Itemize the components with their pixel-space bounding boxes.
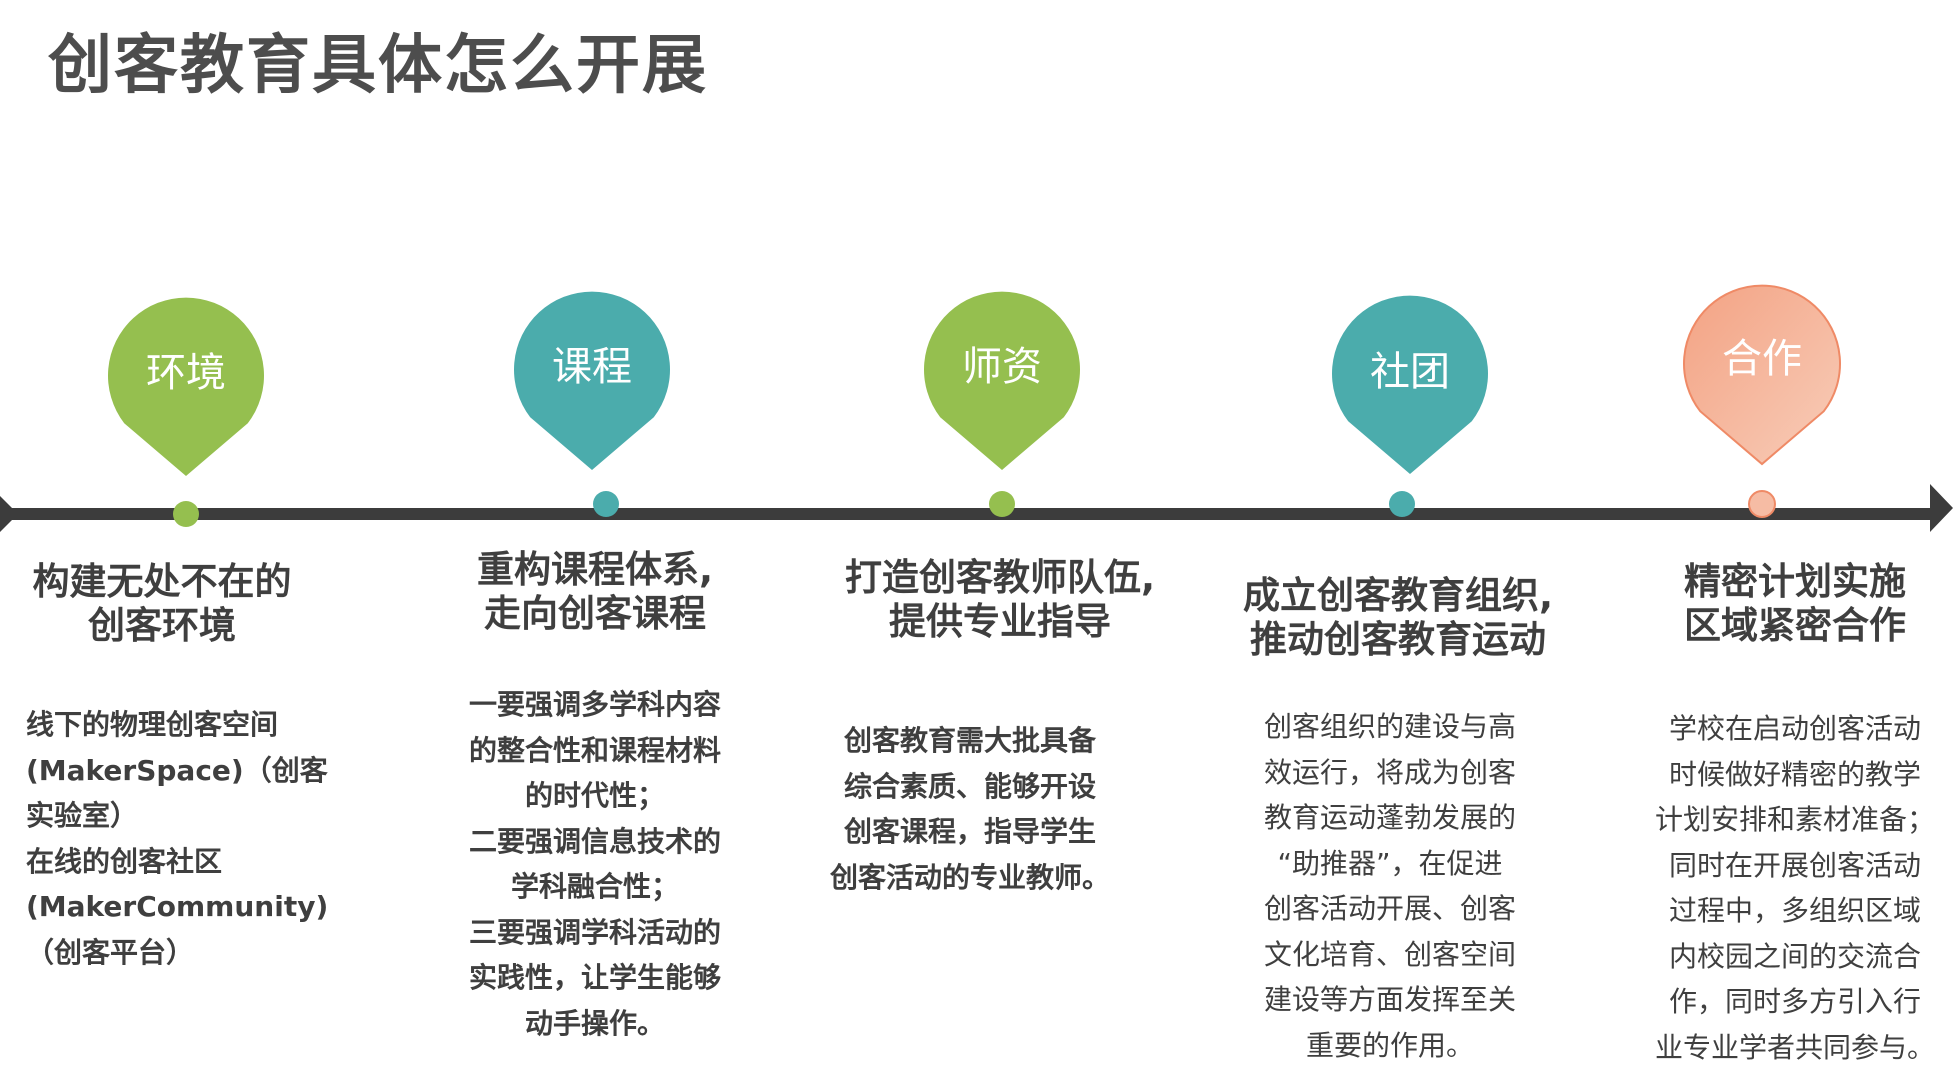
pin-curriculum: 课程: [514, 291, 670, 517]
pin-cooperation-marker: [1683, 284, 1841, 466]
timeline-dot-teachers: [989, 491, 1015, 517]
pin-environment: 环境: [107, 297, 264, 527]
description-environment: 线下的物理创客空间 (MakerSpace)（创客 实验室） 在线的创客社区 (…: [26, 702, 329, 975]
heading-curriculum: 重构课程体系, 走向创客课程: [460, 548, 730, 636]
heading-line: 精密计划实施: [1684, 560, 1906, 603]
page-title: 创客教育具体怎么开展: [48, 29, 708, 103]
description-line: 三要强调学科活动的: [468, 915, 721, 949]
heading-clubs: 成立创客教育组织, 推动创客教育运动: [1228, 574, 1568, 662]
description-line: 创客组织的建设与高: [1263, 710, 1516, 743]
pin-clubs-label: 社团: [1370, 349, 1450, 395]
timeline-dot-curriculum: [593, 491, 619, 517]
description-line: 计划安排和素材准备；: [1654, 803, 1935, 836]
description-line: 实验室）: [26, 799, 139, 832]
heading-teachers: 打造创客教师队伍, 提供专业指导: [830, 556, 1170, 644]
description-line: 在线的创客社区: [26, 844, 223, 878]
pin-teachers-marker: [924, 291, 1081, 470]
description-line: 文化培育、创客空间: [1263, 937, 1516, 971]
pin-cooperation-label: 合作: [1722, 336, 1802, 382]
heading-line: 走向创客课程: [484, 592, 706, 635]
description-line: 创客教育需大批具备: [843, 724, 1096, 757]
description-line: 同时在开展创客活动: [1668, 848, 1921, 882]
description-line: 综合素质、能够开设: [843, 769, 1096, 803]
heading-environment: 构建无处不在的 创客环境: [28, 560, 296, 648]
description-line: 创客活动的专业教师。: [829, 860, 1110, 894]
description-line: 创客活动开展、创客: [1263, 892, 1516, 925]
description-line: (MakerCommunity): [26, 890, 329, 923]
description-clubs: 创客组织的建设与高 效运行，将成为创客 教育运动蓬勃发展的 “助推器”，在促进 …: [1245, 704, 1535, 1068]
description-line: 学科融合性；: [510, 870, 679, 903]
description-line: 二要强调信息技术的: [468, 824, 721, 858]
heading-line: 创客环境: [88, 604, 236, 647]
description-line: 时候做好精密的教学: [1668, 757, 1921, 791]
pin-curriculum-label: 课程: [552, 344, 632, 390]
description-line: 一要强调多学科内容: [468, 688, 721, 721]
description-line: 实践性，让学生能够: [468, 961, 721, 994]
pin-clubs-marker: [1331, 295, 1488, 474]
description-line: 效运行，将成为创客: [1263, 755, 1516, 789]
description-line: 的时代性；: [524, 779, 665, 812]
pin-cooperation: 合作: [1683, 284, 1841, 518]
timeline-dot-environment: [173, 501, 199, 527]
description-curriculum: 一要强调多学科内容 的整合性和课程材料 的时代性； 二要强调信息技术的 学科融合…: [455, 682, 735, 1046]
description-cooperation: 学校在启动创客活动 时候做好精密的教学 计划安排和素材准备； 同时在开展创客活动…: [1636, 706, 1954, 1070]
heading-line: 成立创客教育组织,: [1242, 574, 1554, 617]
timeline-dot-cooperation: [1748, 490, 1776, 518]
heading-line: 推动创客教育运动: [1250, 618, 1546, 661]
pin-environment-marker: [107, 297, 264, 476]
description-line: 作，同时多方引入行: [1668, 985, 1921, 1018]
description-line: 的整合性和课程材料: [468, 733, 721, 767]
description-line: 重要的作用。: [1305, 1028, 1474, 1062]
heading-line: 构建无处不在的: [32, 560, 292, 603]
heading-cooperation: 精密计划实施 区域紧密合作: [1660, 560, 1930, 648]
description-teachers: 创客教育需大批具备 综合素质、能够开设 创客课程，指导学生 创客活动的专业教师。: [815, 718, 1125, 900]
description-line: “助推器”，在促进: [1277, 846, 1503, 880]
description-line: 创客课程，指导学生: [843, 815, 1096, 848]
description-line: 教育运动蓬勃发展的: [1263, 801, 1516, 834]
pin-environment-label: 环境: [146, 350, 226, 396]
pin-curriculum-marker: [514, 291, 670, 470]
description-line: （创客平台）: [26, 935, 195, 969]
timeline-dot-clubs: [1389, 491, 1415, 517]
heading-line: 提供专业指导: [889, 600, 1111, 643]
description-line: 学校在启动创客活动: [1668, 712, 1921, 745]
description-line: 过程中，多组织区域: [1668, 894, 1921, 927]
pin-clubs: 社团: [1331, 295, 1488, 517]
pin-teachers-label: 师资: [962, 344, 1042, 390]
heading-line: 打造创客教师队伍,: [844, 556, 1156, 599]
heading-line: 区域紧密合作: [1684, 604, 1906, 647]
timeline-arrow: [0, 484, 1953, 532]
pin-teachers: 师资: [924, 291, 1081, 517]
description-line: 业专业学者共同参与。: [1654, 1030, 1935, 1064]
description-line: 建设等方面发挥至关: [1263, 983, 1516, 1016]
heading-line: 重构课程体系,: [476, 548, 714, 591]
description-line: (MakerSpace)（创客: [26, 753, 328, 787]
description-line: 线下的物理创客空间: [26, 708, 279, 741]
description-line: 动手操作。: [524, 1006, 665, 1040]
description-line: 内校园之间的交流合: [1668, 939, 1921, 973]
